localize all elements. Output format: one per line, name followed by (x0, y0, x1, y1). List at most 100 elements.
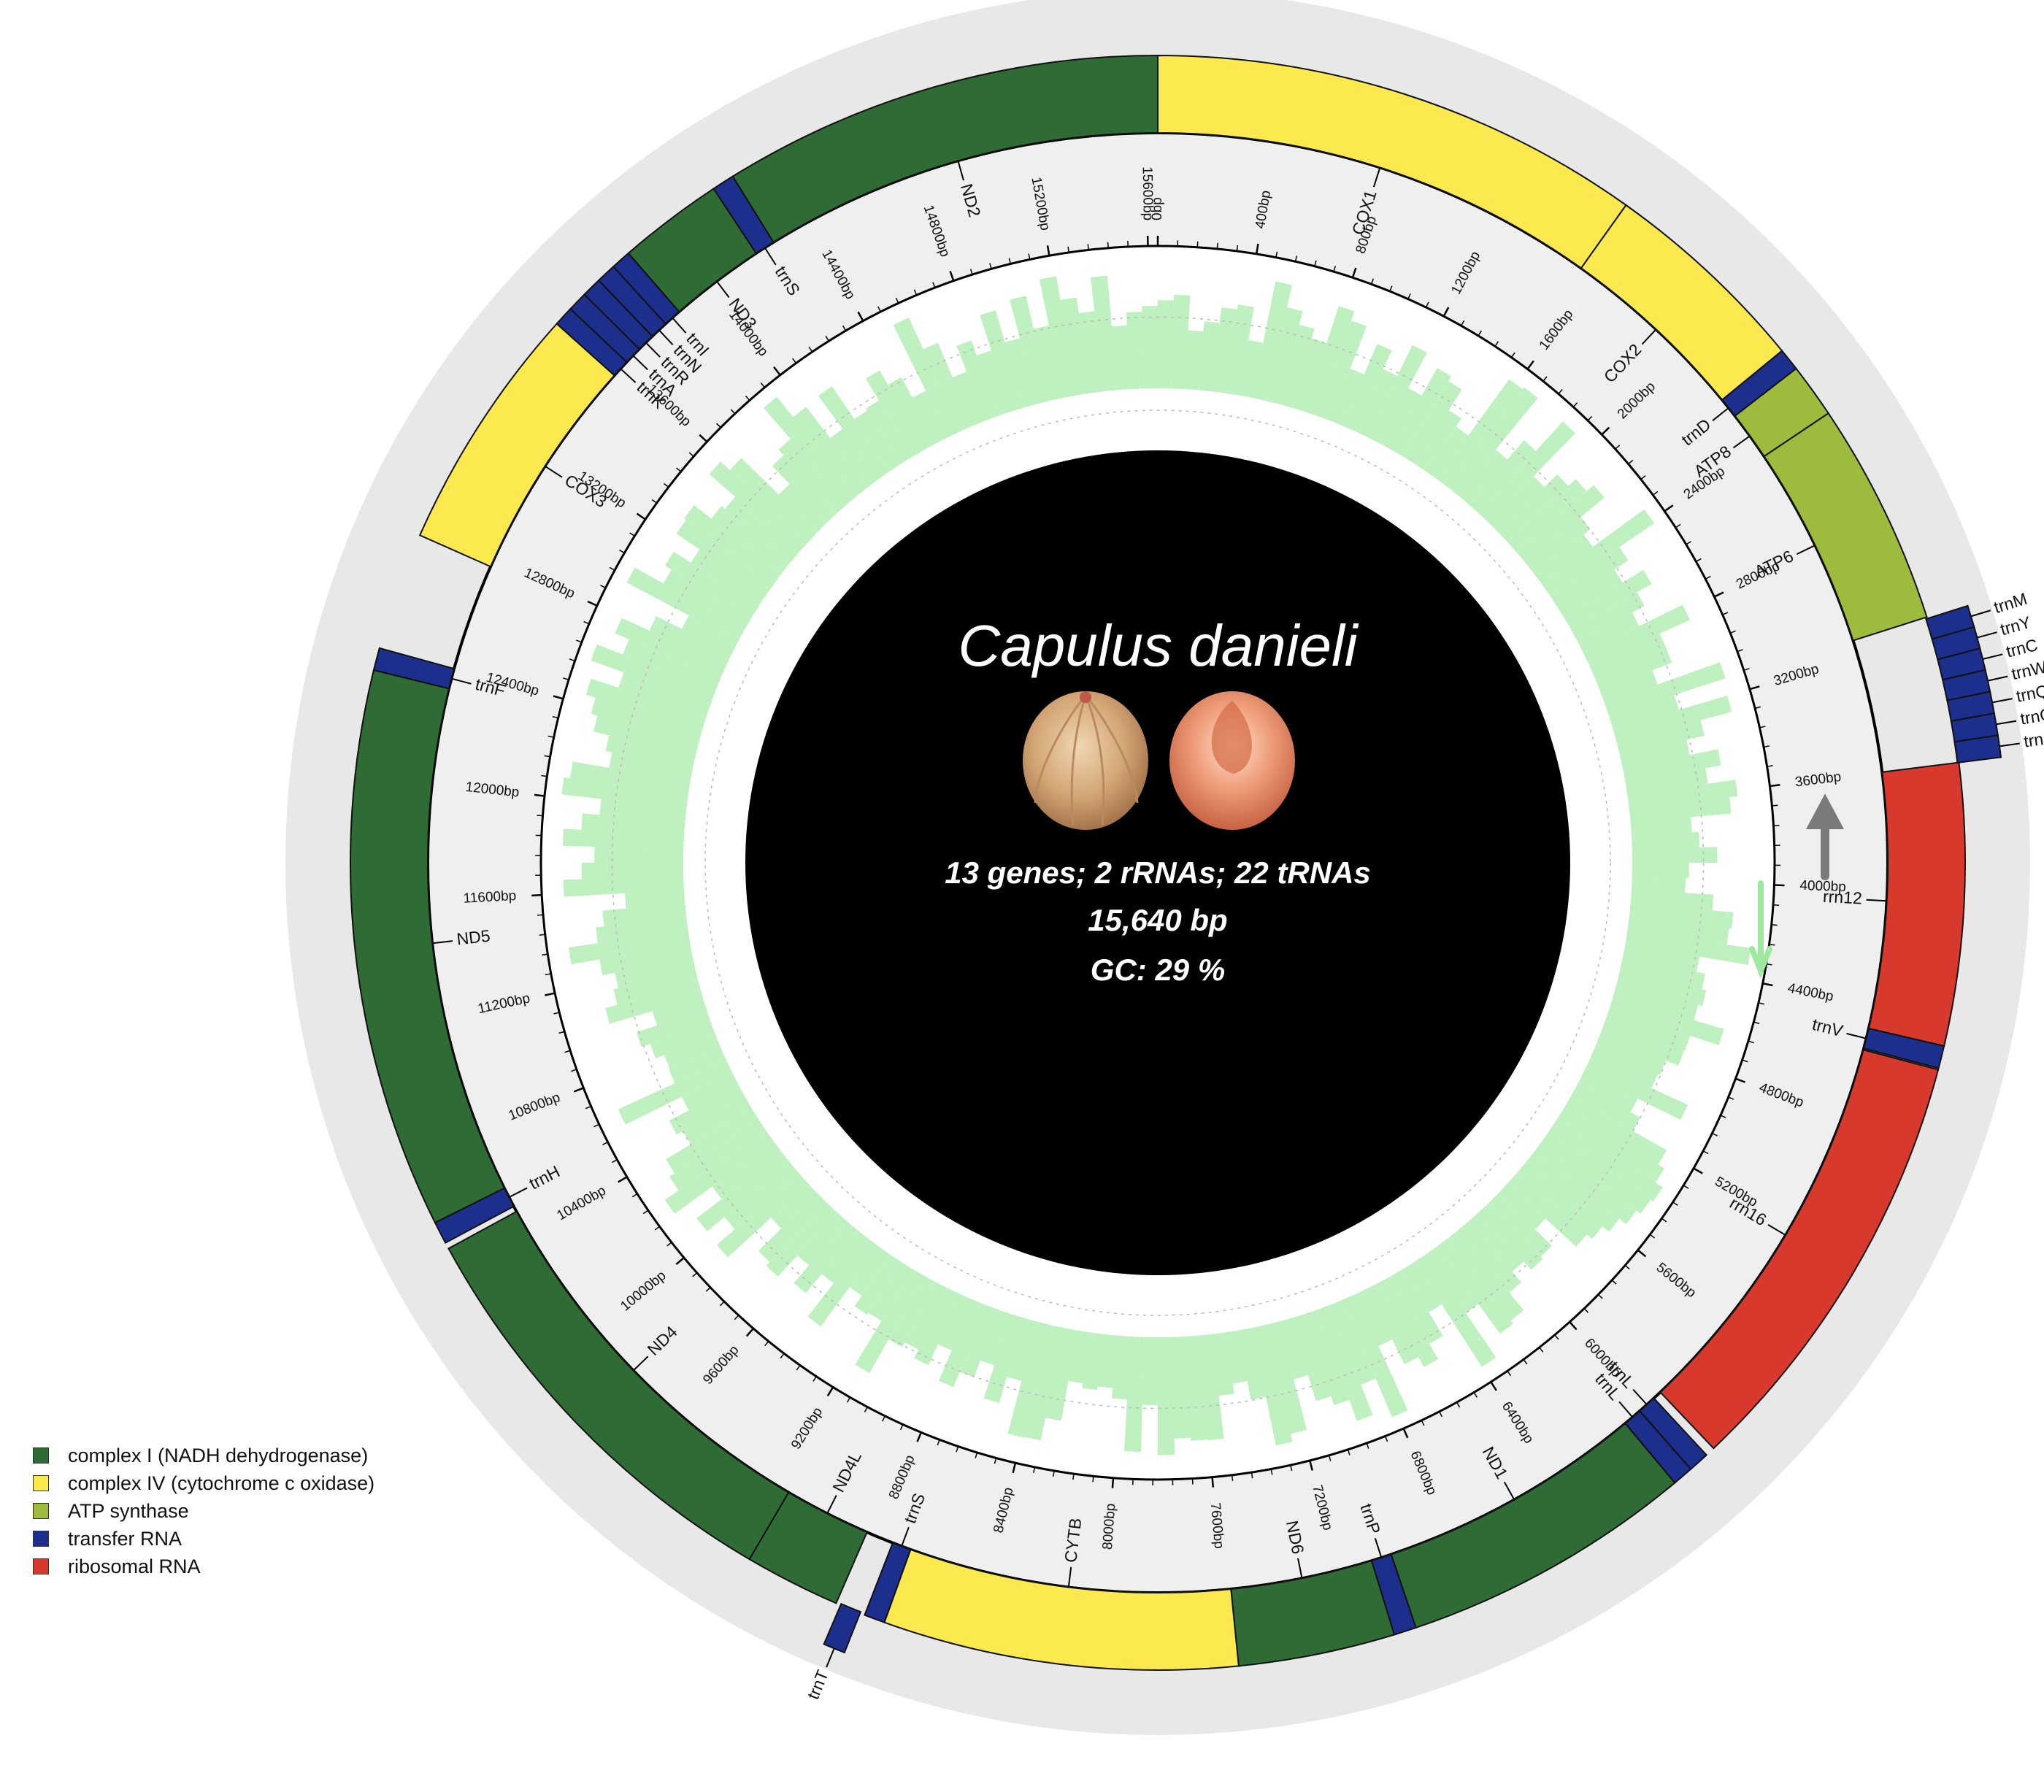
ruler-tick (780, 1353, 785, 1359)
gc-bin (1541, 1130, 1651, 1214)
gc-bin (1478, 421, 1576, 523)
gc-bin (1425, 426, 1469, 480)
gc-bin (1111, 325, 1131, 391)
genome-length: 15,640 bp (1088, 903, 1227, 937)
ruler-tick (808, 346, 813, 353)
feature-rrn16 (1659, 1049, 1940, 1450)
label-leader (1067, 1566, 1072, 1588)
gc-bin (914, 1288, 961, 1366)
label-leader (431, 940, 453, 945)
gc-bin (1631, 831, 1699, 850)
ruler-tick (651, 499, 658, 504)
label-leader (1767, 1223, 1786, 1236)
ruler-tick (916, 1431, 923, 1442)
feature-trns (864, 1542, 912, 1623)
gc-bin (1525, 517, 1591, 574)
label-leader (451, 677, 472, 685)
ruler-tick (585, 1105, 591, 1110)
ruler-tick (1640, 475, 1646, 480)
gc-bin (1123, 1336, 1145, 1452)
gc-bin (1616, 970, 1707, 1007)
ruler-tick (663, 482, 669, 488)
gc-bin (1599, 1022, 1684, 1066)
ruler-tick (654, 1226, 661, 1231)
ruler-tick (692, 1272, 698, 1277)
ruler-tick (969, 269, 973, 275)
gc-bin (1549, 547, 1629, 607)
ruler-tick (1696, 558, 1702, 562)
gc-bin (596, 917, 688, 944)
ruler-tick (877, 306, 881, 312)
gc-midline (611, 316, 1705, 1410)
gc-bin (1625, 768, 1708, 796)
ruler-tick (764, 1341, 769, 1347)
ruler-tick (1772, 804, 1778, 807)
ruler-tick (1754, 706, 1761, 710)
ruler-tick (1664, 504, 1674, 512)
ruler-tick (1569, 1321, 1578, 1331)
gc-bin (1126, 312, 1145, 390)
ruler-tick (1072, 1474, 1075, 1480)
ruler-tick (1008, 258, 1012, 264)
ruler-tick (937, 1439, 940, 1446)
gc-bin (1564, 569, 1652, 630)
gc-bin (1082, 1332, 1104, 1391)
gc-bin (1265, 1321, 1307, 1434)
ruler-tick (1333, 266, 1337, 272)
shell-exterior-ribs (1034, 694, 1139, 826)
gc-bin (1533, 1142, 1637, 1224)
ruler-tick (1053, 1470, 1055, 1477)
gc-bin (959, 1304, 999, 1377)
forward-strand-arrow (1806, 793, 1844, 880)
gc-bin (1329, 369, 1364, 426)
gc-bin (1379, 1275, 1439, 1367)
ruler-tick (587, 600, 598, 607)
gc-bin (1629, 903, 1734, 929)
ruler-tick (1737, 649, 1743, 653)
gc-bin (1142, 1337, 1158, 1405)
ruler-tick (1587, 415, 1593, 421)
ruler-tick (857, 311, 864, 322)
legend-label: complex IV (cytochrome c oxidase) (68, 1472, 375, 1494)
ruler-tick (1370, 278, 1375, 285)
gc-bin (1158, 1337, 1175, 1455)
gc-bin (1238, 339, 1264, 398)
gc-bin (1516, 1163, 1603, 1239)
ruler-tick (1425, 301, 1429, 308)
gc-bin (1317, 320, 1367, 421)
ruler-tick (1421, 1420, 1425, 1426)
ruler-tick (1759, 726, 1766, 728)
ruler-tick (842, 325, 847, 331)
ruler-tick (719, 1301, 725, 1307)
reverse-strand-arrow (1749, 880, 1772, 979)
ruler-tick (1722, 612, 1729, 615)
ruler-tick (1523, 1358, 1528, 1365)
gc-bin (683, 1096, 752, 1145)
ruler-tick (539, 934, 545, 936)
ruler-tick (975, 1452, 978, 1458)
gene-label-nd5: ND5 (456, 926, 491, 949)
ruler-tick (1216, 242, 1218, 249)
ruler-tick-label: 4000bp (1799, 878, 1846, 895)
gc-bin (830, 428, 879, 488)
gc-bin (599, 799, 687, 823)
ruler-tick (730, 409, 736, 415)
ruler-tick (593, 1123, 600, 1128)
label-leader (1996, 720, 2017, 726)
ruler-tick (636, 512, 646, 520)
ruler-tick (1490, 1381, 1497, 1391)
ruler-tick (1705, 575, 1711, 580)
gc-bin (665, 551, 759, 618)
ruler-tick (1507, 1370, 1512, 1377)
gc-bin (1437, 379, 1524, 488)
ruler-tick (1729, 630, 1736, 634)
ruler-tick (1012, 1462, 1017, 1474)
gc-bin (854, 410, 902, 472)
gc-bin (1391, 1269, 1443, 1345)
gc-bin (599, 943, 693, 976)
ruler-tick (1652, 491, 1659, 496)
ruler-tick (773, 366, 781, 376)
gc-bin (868, 1261, 913, 1321)
legend-swatch (33, 1503, 49, 1519)
legend-item-atp-synthase: ATP synthase (33, 1497, 374, 1525)
